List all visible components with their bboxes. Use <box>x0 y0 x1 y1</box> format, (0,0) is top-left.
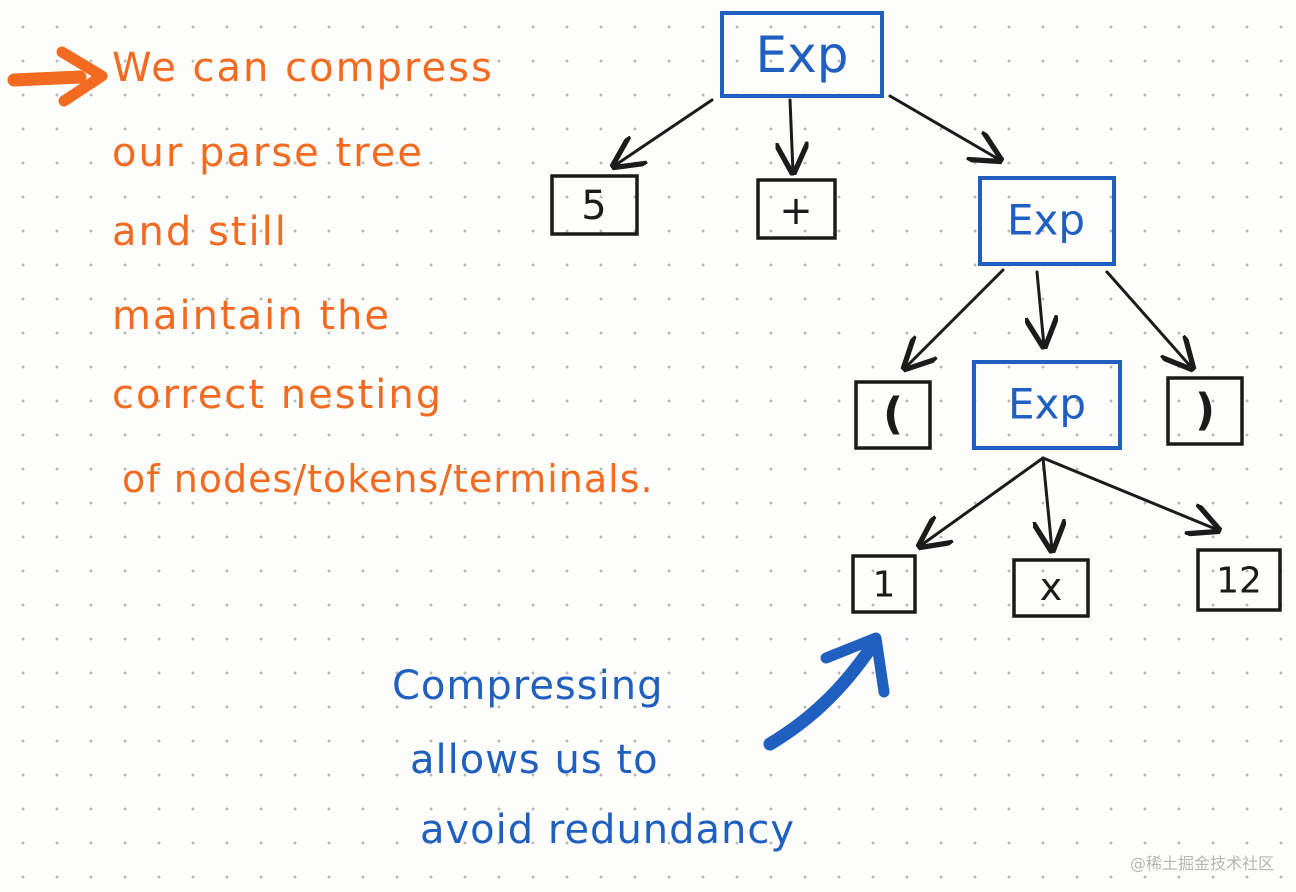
edge-root-to-plus <box>790 98 793 172</box>
edge-inner-to-x <box>1043 456 1052 550</box>
node-plus: + <box>756 178 837 240</box>
node-5-label: 5 <box>581 183 606 229</box>
orange-note-line: maintain the <box>112 293 391 339</box>
node-open-paren-label: ( <box>883 389 903 440</box>
node-1-box <box>851 554 917 614</box>
node-1: 1 <box>851 554 917 614</box>
orange-note-line: correct nesting <box>112 372 444 418</box>
edge-mid-to-inner-exp <box>1037 270 1044 346</box>
node-12: 12 <box>1196 548 1282 612</box>
watermark: @稀土掘金技术社区 <box>1129 854 1274 873</box>
edge-root-to-5 <box>614 98 714 166</box>
node-root-exp: Exp <box>720 11 884 98</box>
blue-note-line: allows us to <box>410 737 659 783</box>
curved-arrow-icon <box>763 632 890 751</box>
node-inner-exp-label: Exp <box>1008 380 1086 429</box>
tree-edges <box>614 94 1218 550</box>
edge-mid-to-close-paren <box>1105 270 1192 368</box>
node-5-box <box>550 174 639 236</box>
node-mid-exp-label: Exp <box>1007 196 1085 245</box>
orange-note-line: of nodes/tokens/terminals. <box>122 457 654 501</box>
orange-note-line: and still <box>112 209 288 255</box>
node-x: x <box>1012 558 1090 618</box>
edge-mid-to-open-paren <box>905 268 1005 368</box>
node-close-paren-label: ) <box>1195 385 1215 436</box>
orange-note-line: We can compress <box>112 45 494 91</box>
node-plus-label: + <box>779 188 813 234</box>
node-open-paren-box <box>854 380 932 450</box>
edge-inner-to-12 <box>1041 456 1218 530</box>
node-x-label: x <box>1040 565 1063 609</box>
node-close-paren: ) <box>1166 376 1244 446</box>
arrow-right-icon <box>7 46 108 107</box>
node-mid-exp: Exp <box>978 176 1116 266</box>
edge-inner-to-1 <box>920 456 1045 546</box>
node-inner-exp-box <box>972 360 1122 450</box>
node-open-paren: ( <box>854 380 932 450</box>
edge-root-to-mid-exp <box>888 94 1000 160</box>
node-close-paren-box <box>1166 376 1244 446</box>
blue-note-line: Compressing <box>392 663 664 709</box>
blue-note-line: avoid redundancy <box>420 807 796 853</box>
orange-note-line: our parse tree <box>112 130 424 176</box>
node-mid-exp-box <box>978 176 1116 266</box>
node-inner-exp: Exp <box>972 360 1122 450</box>
node-x-box <box>1012 558 1090 618</box>
node-12-label: 12 <box>1216 561 1262 602</box>
node-12-box <box>1196 548 1282 612</box>
node-plus-box <box>756 178 837 240</box>
node-root-exp-box <box>720 11 884 98</box>
node-root-exp-label: Exp <box>756 26 849 84</box>
node-5: 5 <box>550 174 639 236</box>
node-1-label: 1 <box>873 565 896 606</box>
